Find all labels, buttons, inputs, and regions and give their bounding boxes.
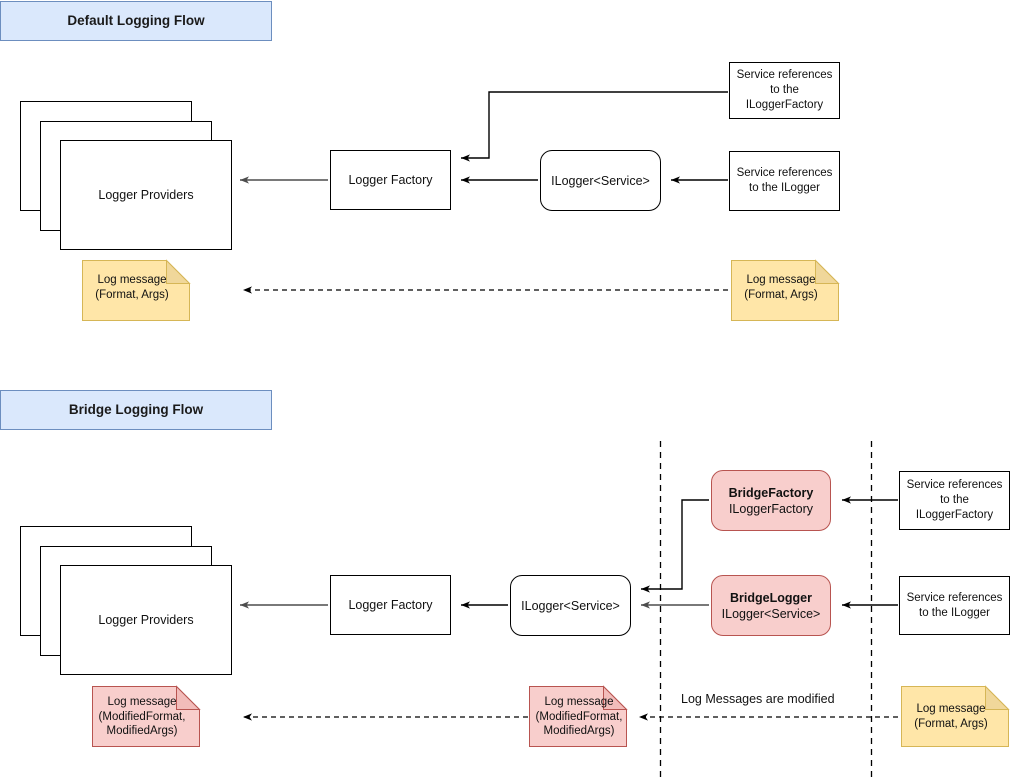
- note-left-bottom-line1: Log message: [107, 695, 177, 708]
- section-header-bridge-flow: Bridge Logging Flow: [0, 390, 272, 430]
- note-mid-bottom-line2: (ModifiedFormat,: [535, 710, 623, 723]
- service-ref-factory-line3-bottom: ILoggerFactory: [915, 508, 994, 521]
- note-left-top-line1: Log message: [97, 274, 167, 287]
- bridge-logger-box[interactable]: BridgeLogger ILogger<Service>: [711, 575, 831, 636]
- service-ref-logger-line2-bottom: to the ILogger: [919, 606, 990, 619]
- bridge-logger-subtitle: ILogger<Service>: [721, 606, 821, 621]
- service-ref-factory-line1-top: Service references: [736, 69, 833, 82]
- service-ref-logger-line2-top: to the ILogger: [749, 182, 820, 194]
- note-left-bottom-line2: (ModifiedFormat,: [98, 710, 186, 723]
- section-header-default-flow: Default Logging Flow: [0, 1, 272, 41]
- note-right-bottom-line1: Log message: [916, 703, 986, 716]
- logger-factory-label-top: Logger Factory: [348, 173, 433, 187]
- note-log-message-modified-mid-text: Log message (ModifiedFormat, ModifiedArg…: [527, 689, 631, 745]
- note-mid-bottom-line1: Log message: [544, 695, 614, 708]
- service-ref-logger-line1-top: Service references: [736, 167, 833, 180]
- bridge-factory-box[interactable]: BridgeFactory ILoggerFactory: [711, 470, 831, 531]
- arrow-svcref-factory-to-factory-top: [461, 91, 728, 162]
- note-log-message-left-top-text: Log message (Format, Args): [82, 263, 182, 313]
- ilogger-service-label-bottom: ILogger<Service>: [521, 598, 620, 613]
- logger-providers-front-bottom[interactable]: Logger Providers: [60, 565, 232, 675]
- bridge-factory-subtitle: ILoggerFactory: [728, 501, 814, 516]
- ilogger-service-box-top[interactable]: ILogger<Service>: [540, 150, 661, 211]
- service-ref-factory-line2-top: to the: [770, 84, 799, 97]
- service-ref-factory-line1-bottom: Service references: [906, 479, 1003, 492]
- note-right-top-line1: Log message: [746, 274, 816, 287]
- service-ref-iloggerfactory-box-top[interactable]: Service references to the ILoggerFactory: [729, 62, 840, 119]
- ilogger-service-box-bottom[interactable]: ILogger<Service>: [510, 575, 631, 636]
- log-messages-modified-label: Log Messages are modified: [681, 692, 835, 706]
- ilogger-service-label-top: ILogger<Service>: [551, 173, 650, 188]
- service-ref-iloggerfactory-box-bottom[interactable]: Service references to the ILoggerFactory: [899, 471, 1010, 530]
- note-right-bottom-line2: (Format, Args): [914, 718, 988, 730]
- service-ref-ilogger-box-bottom[interactable]: Service references to the ILogger: [899, 576, 1010, 635]
- service-ref-ilogger-box-top[interactable]: Service references to the ILogger: [729, 151, 840, 211]
- note-log-message-modified-left-text: Log message (ModifiedFormat, ModifiedArg…: [90, 689, 194, 745]
- note-left-bottom-line3: ModifiedArgs): [106, 725, 178, 738]
- logger-factory-label-bottom: Logger Factory: [348, 598, 433, 612]
- note-mid-bottom-line3: ModifiedArgs): [543, 725, 615, 738]
- logger-factory-box-top[interactable]: Logger Factory: [330, 150, 451, 210]
- arrow-bridgefactory-to-ilogger: [641, 499, 709, 593]
- service-ref-factory-line3-top: ILoggerFactory: [745, 98, 824, 111]
- service-ref-logger-line1-bottom: Service references: [906, 591, 1003, 604]
- note-log-message-right-top-text: Log message (Format, Args): [731, 263, 831, 313]
- bridge-factory-title: BridgeFactory: [728, 485, 814, 500]
- logger-providers-label-top: Logger Providers: [98, 188, 194, 202]
- note-left-top-line2: (Format, Args): [95, 289, 169, 301]
- note-right-top-line2: (Format, Args): [744, 289, 818, 301]
- note-log-message-right-bottom-text: Log message (Format, Args): [901, 692, 1001, 742]
- logger-factory-box-bottom[interactable]: Logger Factory: [330, 575, 451, 635]
- section-header-default-label: Default Logging Flow: [67, 13, 205, 29]
- logger-providers-front-top[interactable]: Logger Providers: [60, 140, 232, 250]
- service-ref-factory-line2-bottom: to the: [940, 494, 969, 507]
- logger-providers-label-bottom: Logger Providers: [98, 613, 194, 627]
- section-header-bridge-label: Bridge Logging Flow: [68, 402, 204, 418]
- bridge-logger-title: BridgeLogger: [730, 590, 812, 605]
